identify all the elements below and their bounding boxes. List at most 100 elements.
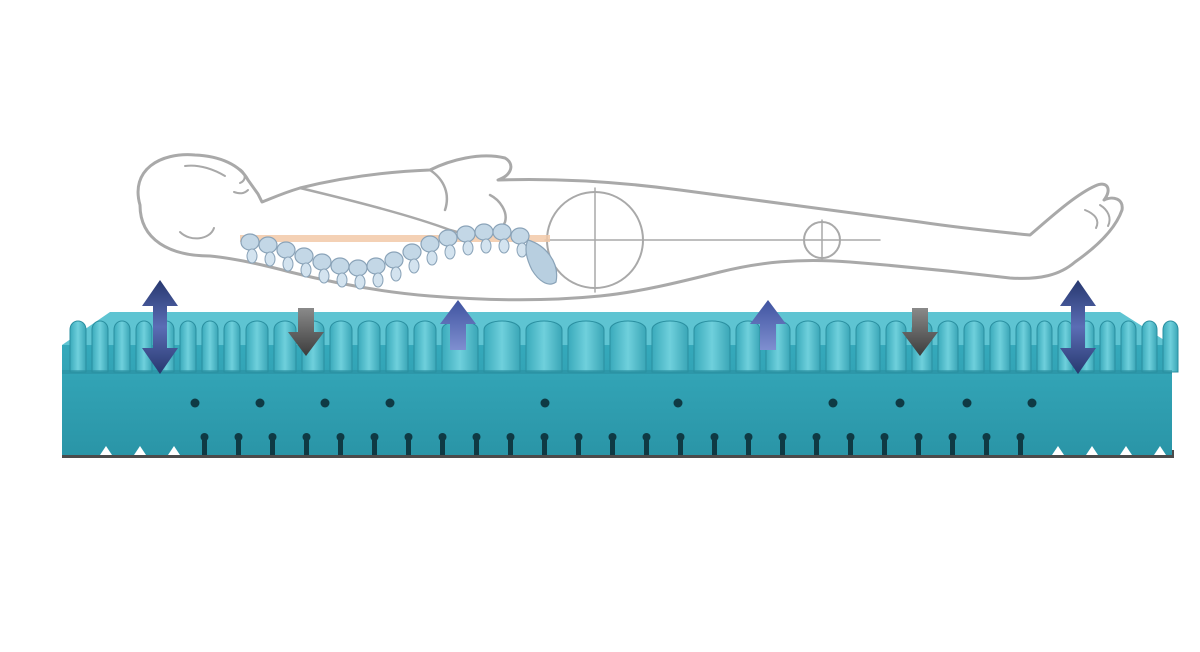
vertebra (294, 247, 314, 265)
bottom-slot-end (404, 433, 413, 441)
mattress-holes (190, 398, 1037, 408)
vertebra-process (318, 268, 330, 284)
vertebra-process (498, 238, 510, 254)
vertebra-process (354, 274, 366, 290)
mattress-rib (567, 320, 605, 373)
air-channel-hole (320, 398, 330, 408)
mattress-rib (1057, 320, 1074, 373)
calf-zone-arrow (902, 308, 938, 356)
bottom-slot-end (438, 433, 447, 441)
bottom-slot-end (914, 433, 923, 441)
air-channel-hole (962, 398, 972, 408)
double-arrow-icon (142, 280, 178, 374)
mattress-rib (69, 320, 87, 373)
vertebra-process (444, 244, 456, 260)
mattress-rib (245, 320, 269, 373)
mattress-rib (693, 320, 731, 373)
bottom-slot (508, 434, 513, 455)
thigh-zone-arrow (750, 300, 786, 350)
bottom-notch (1052, 446, 1064, 455)
body-outline (136, 153, 1124, 302)
air-channel-hole (828, 398, 838, 408)
bottom-slot (474, 434, 479, 455)
toes (1084, 204, 1111, 229)
bottom-slot-end (982, 433, 991, 441)
bottom-slot-end (200, 433, 209, 441)
mattress-rib (91, 320, 109, 373)
spine-alignment-line (240, 235, 550, 242)
mattress-rib (413, 320, 437, 373)
bottom-slot-end (710, 433, 719, 441)
double-arrow-icon (1060, 280, 1096, 374)
bottom-slot-end (302, 433, 311, 441)
mattress (62, 312, 1179, 458)
vertebra (438, 229, 458, 247)
mattress-rib (1141, 320, 1158, 373)
head-zone-arrow (142, 280, 178, 374)
mattress-rib (1099, 320, 1116, 373)
bottom-slot (984, 434, 989, 455)
vertebra-process (336, 272, 348, 288)
bottom-slot-end (880, 433, 889, 441)
down-arrow-icon (902, 308, 938, 356)
mouth (233, 189, 249, 195)
bottom-slot (814, 434, 819, 455)
bottom-slot-end (608, 433, 617, 441)
bottom-slot-end (336, 433, 345, 441)
vertebra-process (282, 256, 294, 272)
vertebra-process (246, 248, 258, 264)
up-arrow-icon (440, 300, 476, 350)
bottom-slot-end (472, 433, 481, 441)
mattress-rib (963, 320, 985, 373)
bottom-slot (372, 434, 377, 455)
mattress-rib (273, 320, 297, 373)
mattress-rib (735, 320, 761, 373)
vertebra (384, 251, 404, 269)
mattress-rib (825, 320, 851, 373)
bottom-slot (780, 434, 785, 455)
mattress-rib (609, 320, 647, 373)
shoulder-zone-arrow (288, 308, 324, 356)
vertebra (420, 235, 440, 253)
bottom-slot (542, 434, 547, 455)
bottom-slot-end (234, 433, 243, 441)
mattress-bottom-slots (100, 433, 1166, 455)
mattress-rib (937, 320, 959, 373)
mattress-rib (885, 320, 907, 373)
bottom-slot-end (676, 433, 685, 441)
bottom-slot-end (370, 433, 379, 441)
bottom-slot (916, 434, 921, 455)
vertebra (366, 257, 386, 275)
mattress-rib (1015, 320, 1032, 373)
bottom-slot (746, 434, 751, 455)
person-figure (136, 153, 1124, 302)
bottom-slot-end (642, 433, 651, 441)
down-arrow-icon (288, 308, 324, 356)
mattress-rib (483, 320, 521, 373)
vertebra (402, 243, 422, 261)
mattress-rib (1120, 320, 1137, 373)
vertebra-process (462, 240, 474, 256)
mattress-rib (357, 320, 381, 373)
bottom-slot-end (846, 433, 855, 441)
vertebra-process (390, 266, 402, 282)
vertebra-process (426, 250, 438, 266)
bottom-slot (440, 434, 445, 455)
mattress-rib (1036, 320, 1053, 373)
bottom-slot (236, 434, 241, 455)
mattress-rib (651, 320, 689, 373)
bottom-slot-end (744, 433, 753, 441)
mattress-rib (113, 320, 131, 373)
mattress-rib (223, 320, 241, 373)
mattress-rib (525, 320, 563, 373)
mattress-rib (385, 320, 409, 373)
bottom-notch (1086, 446, 1098, 455)
vertebra (240, 233, 260, 251)
vertebra (312, 253, 332, 271)
bottom-slot (270, 434, 275, 455)
bottom-slot-end (268, 433, 277, 441)
air-channel-hole (895, 398, 905, 408)
vertebra-process (480, 238, 492, 254)
mattress-rib (179, 320, 197, 373)
bottom-slot-end (948, 433, 957, 441)
